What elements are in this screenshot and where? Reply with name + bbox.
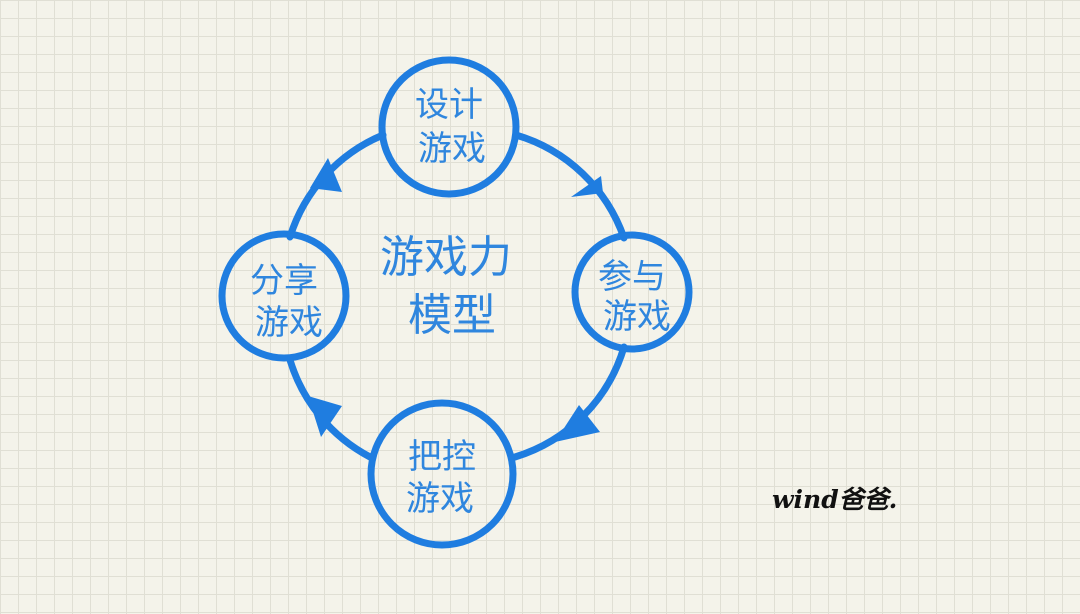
node-share-line1: 分享 bbox=[250, 261, 318, 301]
arrowhead-participate-to-control bbox=[555, 405, 600, 442]
node-design-label: 设计 游戏 bbox=[415, 85, 486, 169]
node-design-line1: 设计 bbox=[415, 85, 483, 125]
node-control-circle bbox=[367, 399, 517, 549]
node-share-line2: 游戏 bbox=[255, 303, 323, 343]
arrowhead-control-to-share bbox=[308, 396, 342, 437]
node-participate-circle bbox=[571, 231, 693, 353]
arrowheads bbox=[308, 158, 603, 442]
node-design-line2: 游戏 bbox=[418, 129, 486, 169]
node-participate-line2: 游戏 bbox=[603, 297, 671, 337]
node-share-circle bbox=[218, 230, 350, 362]
node-control-line2: 游戏 bbox=[406, 479, 474, 519]
author-signature: wind爸爸. bbox=[772, 485, 898, 514]
node-control-label: 把控 游戏 bbox=[406, 437, 476, 519]
node-participate-label: 参与 游戏 bbox=[598, 257, 671, 337]
arc-participate-to-control bbox=[511, 343, 628, 461]
center-title-line2: 模型 bbox=[408, 290, 496, 341]
node-design-circle bbox=[378, 56, 520, 198]
node-circles bbox=[218, 56, 693, 549]
arrowhead-share-to-design bbox=[310, 158, 342, 192]
node-participate-line1: 参与 bbox=[598, 257, 666, 297]
node-control-line1: 把控 bbox=[408, 437, 476, 477]
arc-design-to-participate bbox=[512, 131, 628, 242]
node-share-label: 分享 游戏 bbox=[250, 261, 323, 343]
center-title: 游戏力 模型 bbox=[380, 232, 512, 341]
arrowhead-design-to-participate bbox=[571, 176, 603, 197]
center-title-line1: 游戏力 bbox=[380, 232, 512, 283]
